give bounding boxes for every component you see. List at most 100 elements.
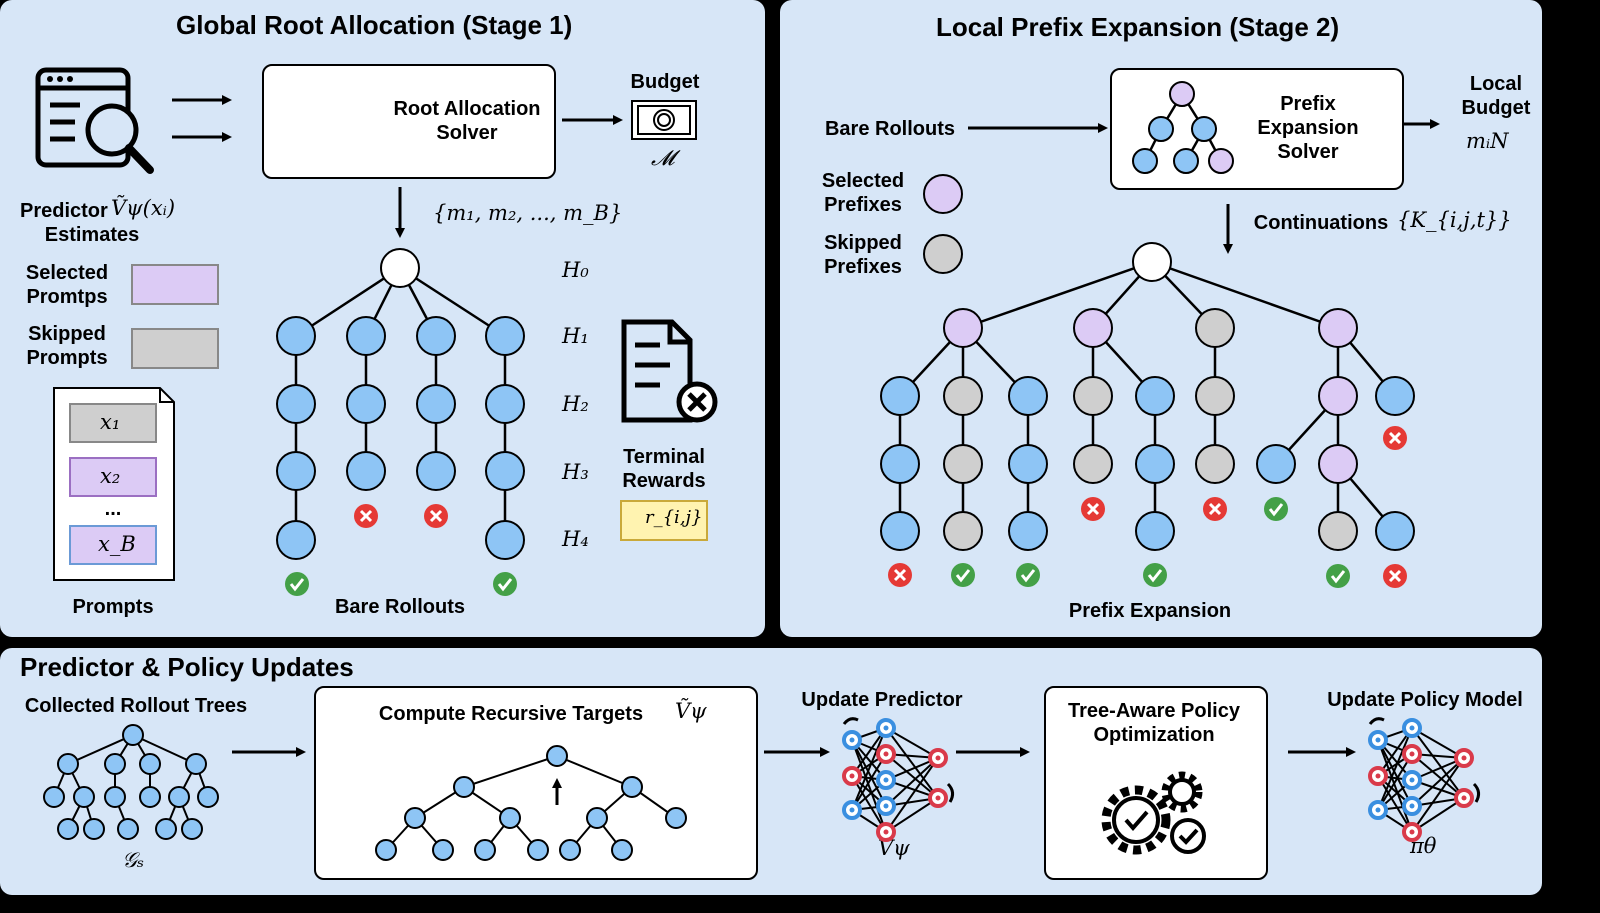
- tree-node: [404, 807, 426, 829]
- document-reject-icon: [621, 319, 718, 423]
- tree-node: [527, 839, 549, 861]
- depth-H1: H₁: [562, 324, 589, 348]
- tree-node: [139, 753, 161, 775]
- money-icon: [631, 100, 697, 140]
- correct-icon: [951, 563, 975, 587]
- tree-node: [1008, 444, 1048, 484]
- root-allocation-solver: [262, 64, 556, 179]
- tree-node: [416, 316, 456, 356]
- tree-node: [181, 818, 203, 840]
- tree-node: [1169, 81, 1195, 107]
- wrong-icon: [1203, 497, 1227, 521]
- depth-H0: H₀: [562, 258, 589, 282]
- tree-node: [168, 786, 190, 808]
- tree-node: [943, 444, 983, 484]
- tree-node: [1208, 148, 1234, 174]
- correct-icon: [285, 572, 309, 596]
- depth-H2: H₂: [562, 392, 589, 416]
- tree-node: [485, 316, 525, 356]
- tree-node: [474, 839, 496, 861]
- tree-node: [943, 376, 983, 416]
- wrong-icon: [1081, 497, 1105, 521]
- solver-mini-tree: [1132, 81, 1234, 174]
- compute-symbol: Ṽψ: [675, 699, 707, 723]
- correct-icon: [1264, 497, 1288, 521]
- predictor-network-icon: [842, 717, 955, 842]
- tree-node: [1073, 308, 1113, 348]
- correct-icon: [493, 572, 517, 596]
- predictor-search-icon: [35, 67, 154, 174]
- skipped-prefixes-label: Skipped Prefixes: [824, 232, 902, 278]
- tree-node: [1132, 148, 1158, 174]
- continuations-symbol: {K_{i,j,t}}: [1397, 208, 1512, 232]
- prompt-ellipsis: ...: [104, 498, 122, 520]
- tree-node: [485, 520, 525, 560]
- tree-node: [1135, 444, 1175, 484]
- tree-node: [73, 786, 95, 808]
- tree-node: [346, 384, 386, 424]
- tree-node: [880, 376, 920, 416]
- tree-node: [155, 818, 177, 840]
- wrong-icon: [424, 504, 448, 528]
- reward-symbol: r_{i,j}: [645, 507, 703, 528]
- tree-node: [559, 839, 581, 861]
- tree-node: [1148, 116, 1174, 142]
- tree-node: [416, 384, 456, 424]
- prefix-expansion-solver-label: Prefix Expansion Solver: [1257, 93, 1359, 163]
- tree-node: [1375, 376, 1415, 416]
- tree-node: [1173, 148, 1199, 174]
- skipped-prompts-label: Skipped Prompts: [26, 323, 108, 369]
- stage3-panel: [0, 648, 1542, 895]
- tree-node: [346, 451, 386, 491]
- stage2-title: Local Prefix Expansion (Stage 2): [936, 12, 1340, 42]
- prompts-label: Prompts: [72, 596, 154, 618]
- predictor-symbol: Ṽψ(xᵢ): [111, 196, 176, 220]
- correct-icon: [1143, 563, 1167, 587]
- local-budget-label: Local Budget: [1461, 73, 1531, 119]
- tree-node: [197, 786, 219, 808]
- stage3-title: Predictor & Policy Updates: [20, 652, 354, 682]
- tree-node: [139, 786, 161, 808]
- selected-prefixes-label: Selected Prefixes: [821, 170, 905, 216]
- update-predictor-label: Update Predictor: [801, 689, 963, 711]
- update-policy-label: Update Policy Model: [1327, 689, 1523, 711]
- tree-node: [1191, 116, 1217, 142]
- correct-icon: [1326, 564, 1350, 588]
- prefix-expansion-label: Prefix Expansion: [1068, 600, 1232, 622]
- tree-node: [57, 753, 79, 775]
- wrong-icon: [888, 563, 912, 587]
- tree-node: [499, 807, 521, 829]
- tree-node: [1073, 444, 1113, 484]
- tree-node: [1195, 376, 1235, 416]
- tree-node: [83, 818, 105, 840]
- tree-node: [880, 444, 920, 484]
- tree-node: [1318, 308, 1358, 348]
- bare-rollouts-label: Bare Rollouts: [334, 596, 466, 618]
- local-budget-symbol: mᵢN: [1466, 129, 1509, 153]
- tree-node: [611, 839, 633, 861]
- collected-symbol: 𝒢ₛ: [122, 848, 145, 872]
- tree-node: [1008, 511, 1048, 551]
- tree-node: [1008, 376, 1048, 416]
- tree-node: [276, 520, 316, 560]
- tree-node: [1256, 444, 1296, 484]
- allocation-set: {m₁, m₂, ..., m_B}: [433, 201, 623, 225]
- tree-node: [1135, 511, 1175, 551]
- tree-node: [416, 451, 456, 491]
- tree-node: [453, 776, 475, 798]
- prompt-x2: x₂: [100, 464, 121, 488]
- gears-icon: [1101, 771, 1206, 855]
- tree-node: [432, 839, 454, 861]
- depth-H3: H₃: [562, 460, 589, 484]
- terminal-rewards-label: Terminal Rewards: [622, 446, 706, 492]
- tree-node: [346, 316, 386, 356]
- wrong-icon: [1383, 564, 1407, 588]
- predictor-label: Predictor: [20, 200, 108, 222]
- compute-targets-label: Compute Recursive Targets: [378, 703, 644, 725]
- budget-symbol: 𝓜: [651, 146, 675, 170]
- tree-node: [117, 818, 139, 840]
- tree-node: [43, 786, 65, 808]
- root-node: [380, 248, 420, 288]
